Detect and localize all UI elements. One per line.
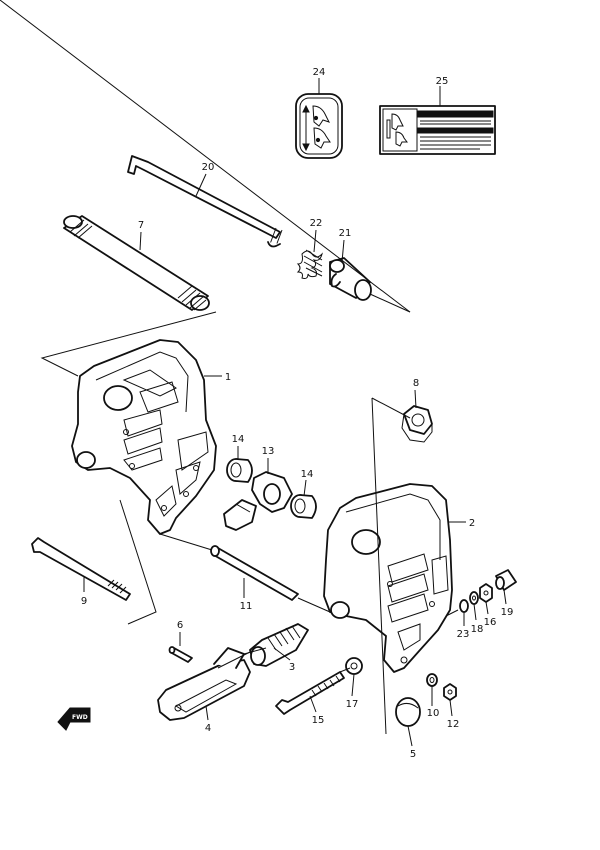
callout-16: 16 (484, 617, 497, 628)
callout-19: 19 (501, 607, 514, 618)
part-14-bushing-left (226, 458, 253, 483)
callout-15: 15 (312, 715, 325, 726)
part-11-tube (210, 545, 299, 601)
callout-22: 22 (310, 218, 323, 229)
callout-23: 23 (457, 629, 470, 640)
fwd-direction-arrow: FWD (57, 707, 91, 731)
callout-10: 10 (427, 708, 440, 719)
part-19-cap (495, 569, 517, 591)
part-7-tilt-tube (63, 215, 210, 311)
callout-1: 1 (225, 372, 231, 383)
part-2-clamp-bracket-starboard (323, 483, 453, 673)
part-22-spring (296, 249, 323, 279)
callout-14-left: 14 (232, 434, 245, 445)
part-18-washer (469, 591, 479, 605)
callout-21: 21 (339, 228, 352, 239)
part-25-warning-label (379, 105, 496, 155)
part-17-washer (345, 657, 363, 675)
callout-25: 25 (436, 76, 449, 87)
callout-24: 24 (313, 67, 326, 78)
part-14-bushing-right (290, 494, 317, 519)
callout-2: 2 (469, 518, 475, 529)
part-9-bolt (31, 537, 131, 601)
part-24-tilt-decal (295, 93, 343, 159)
callout-8: 8 (413, 378, 419, 389)
part-10-washer (426, 673, 438, 687)
callout-7: 7 (138, 220, 144, 231)
callout-5: 5 (410, 749, 416, 760)
part-13-lock-plate (223, 471, 293, 531)
part-16-nut (479, 583, 493, 603)
part-23-washer (459, 599, 469, 613)
callout-13: 13 (262, 446, 275, 457)
callout-20: 20 (202, 162, 215, 173)
callout-12: 12 (447, 719, 460, 730)
callout-4: 4 (205, 723, 211, 734)
callout-6: 6 (177, 620, 183, 631)
callout-9: 9 (81, 596, 87, 607)
part-5-cap (395, 697, 421, 727)
callout-11: 11 (240, 601, 253, 612)
fwd-label: FWD (72, 714, 88, 721)
part-12-nut (443, 683, 457, 701)
part-3-adjuster-screw (249, 623, 309, 667)
callout-17: 17 (346, 699, 359, 710)
part-15-bolt (275, 671, 345, 715)
callout-leaders (83, 78, 507, 747)
part-1-clamp-bracket-port (71, 339, 217, 535)
callout-numbers: 24 25 20 7 22 21 1 8 14 13 14 2 9 11 6 3… (81, 67, 514, 760)
part-8-nut (401, 405, 433, 443)
assembly-guide-lines (0, 0, 459, 735)
callout-3: 3 (289, 662, 295, 673)
callout-18: 18 (471, 624, 484, 635)
part-6-pin (168, 646, 193, 663)
callout-14-right: 14 (301, 469, 314, 480)
part-20-tilt-rod (127, 155, 283, 248)
part-4-lever (157, 647, 251, 721)
part-21-plunger (329, 257, 372, 301)
